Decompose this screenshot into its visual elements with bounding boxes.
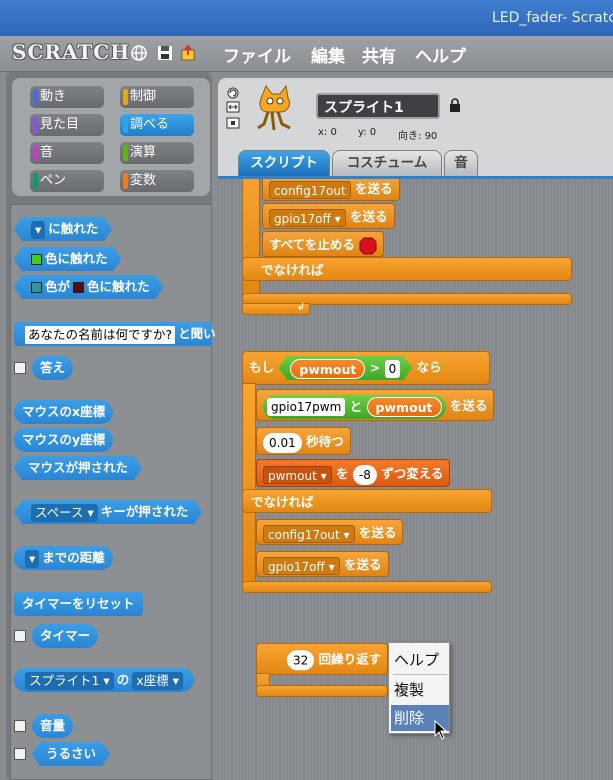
sprite-name-field[interactable]: スプライト1 [316, 93, 440, 119]
context-menu: ヘルプ 複製 削除 [388, 642, 450, 734]
dropdown-arrow-icon[interactable]: ▾ [25, 549, 40, 568]
wait-value-field[interactable]: 0.01 [263, 432, 302, 453]
block-wait[interactable]: 0.01 秒待つ [256, 427, 351, 455]
script-area: config17out を送る gpio17off ▾ を送る すべてを止める … [218, 176, 613, 780]
block-key-pressed[interactable]: スペース ▾キーが押された [14, 500, 202, 524]
block-stop-all[interactable]: すべてを止める [262, 231, 385, 257]
dropdown-arrow-icon[interactable]: ▾ [31, 221, 45, 239]
checkbox-loudness[interactable] [14, 720, 26, 732]
window-title: LED_fader- Scratch [492, 10, 613, 26]
menu-divider [393, 674, 447, 675]
block-send-gpio17off[interactable]: gpio17off ▾ を送る [262, 203, 395, 229]
block-else-2[interactable]: でなければ [242, 489, 492, 513]
variable-pwmout[interactable]: pwmout [366, 397, 442, 417]
repeat-bottom[interactable] [256, 685, 388, 697]
color-swatch[interactable] [73, 282, 84, 293]
block-mouse-x[interactable]: マウスのx座標 [14, 400, 114, 424]
block-color-touching-color[interactable]: 色が色に触れた [14, 275, 164, 299]
forever-bottom[interactable]: ↲ [242, 302, 310, 315]
globe-icon[interactable] [130, 44, 148, 62]
share-icon[interactable] [180, 44, 198, 62]
sprite-cat-icon[interactable] [252, 84, 298, 132]
block-loudness[interactable]: 音量 [32, 714, 74, 738]
category-pen[interactable]: ペン [30, 170, 104, 192]
checkbox-answer[interactable] [14, 362, 26, 374]
scratch-logo: SCRATCH [12, 40, 131, 64]
block-else[interactable]: でなければ [242, 257, 572, 281]
category-sensing[interactable]: 調べる [120, 114, 194, 136]
block-join[interactable]: gpio17pwm と pwmout [263, 394, 446, 419]
save-icon[interactable] [156, 44, 174, 62]
lock-icon[interactable] [449, 98, 461, 112]
mouse-cursor-icon [434, 720, 448, 740]
block-loud[interactable]: うるさい [32, 742, 110, 766]
block-send-partial[interactable]: config17out を送る [262, 179, 400, 201]
category-motion[interactable]: 動き [30, 86, 104, 108]
block-timer[interactable]: タイマー [32, 624, 99, 648]
menu-file[interactable]: ファイル [223, 47, 291, 67]
tab-scripts[interactable]: スクリプト [238, 150, 330, 176]
block-send-gpio17off-2[interactable]: gpio17off ▾ を送る [256, 551, 389, 577]
if-else-bottom[interactable] [242, 293, 572, 305]
block-mouse-down[interactable]: マウスが押された [14, 456, 142, 480]
compare-value-field[interactable]: 0 [385, 360, 401, 378]
menu-help[interactable]: ヘルプ [415, 47, 466, 67]
category-sound[interactable]: 音 [30, 142, 104, 164]
category-variables[interactable]: 変数 [120, 170, 194, 192]
change-value-field[interactable]: -8 [352, 464, 377, 485]
color-swatch[interactable] [31, 282, 42, 293]
tab-sounds[interactable]: 音 [444, 150, 478, 176]
if-c-arm[interactable] [242, 383, 256, 583]
checkbox-timer[interactable] [14, 630, 26, 642]
menu-edit[interactable]: 編集 [311, 47, 345, 67]
block-repeat[interactable]: 32 回繰り返す [256, 643, 388, 675]
block-distance-to[interactable]: ▾までの距離 [14, 546, 113, 570]
block-touching-color[interactable]: 色に触れた [14, 247, 122, 271]
checkbox-loud[interactable] [14, 748, 26, 760]
sprite-x: x: 0 [318, 127, 337, 138]
join-input[interactable]: gpio17pwm [267, 398, 346, 416]
block-touching[interactable]: ▾に触れた [14, 217, 112, 241]
sprite-y: y: 0 [358, 127, 377, 138]
color-swatch[interactable] [31, 254, 42, 265]
window-title-bar: LED_fader- Scratch [0, 0, 613, 36]
block-change-var[interactable]: pwmout ▾ を -8 ずつ変える [256, 459, 451, 487]
ask-input[interactable]: あなたの名前は何ですか? [25, 325, 176, 344]
stop-sign-icon [359, 237, 377, 254]
context-menu-duplicate[interactable]: 複製 [394, 681, 425, 699]
variable-pwmout[interactable]: pwmout [290, 359, 365, 379]
category-selector: 動き 制御 見た目 調べる 音 演算 ペン 変数 [12, 78, 210, 196]
sprite-direction: 向き: 90 [398, 131, 438, 142]
category-operators[interactable]: 演算 [120, 142, 194, 164]
category-looks[interactable]: 見た目 [30, 114, 104, 136]
context-menu-help[interactable]: ヘルプ [394, 651, 440, 669]
rotation-style-icon[interactable] [226, 86, 240, 132]
context-menu-delete[interactable]: 削除 [391, 705, 449, 731]
block-send-and[interactable]: gpio17pwm と pwmout を送る [256, 389, 495, 421]
block-reset-timer[interactable]: タイマーをリセット [14, 592, 143, 616]
block-ask-and-wait[interactable]: あなたの名前は何ですか?と聞い [14, 322, 216, 346]
if-else-bottom-2[interactable] [242, 581, 492, 593]
block-greater-than[interactable]: pwmout > 0 [278, 356, 412, 380]
repeat-count-field[interactable]: 32 [287, 649, 315, 670]
block-answer[interactable]: 答え [32, 356, 74, 380]
category-control[interactable]: 制御 [120, 86, 194, 108]
block-mouse-y[interactable]: マウスのy座標 [14, 428, 114, 452]
tab-costumes[interactable]: コスチューム [332, 150, 442, 176]
block-if[interactable]: もし pwmout > 0 なら [242, 351, 490, 385]
block-send-config17out[interactable]: config17out ▾ を送る [256, 519, 404, 545]
menu-share[interactable]: 共有 [362, 47, 396, 67]
menu-bar: SCRATCH ファイル 編集 共有 ヘルプ [0, 36, 613, 72]
